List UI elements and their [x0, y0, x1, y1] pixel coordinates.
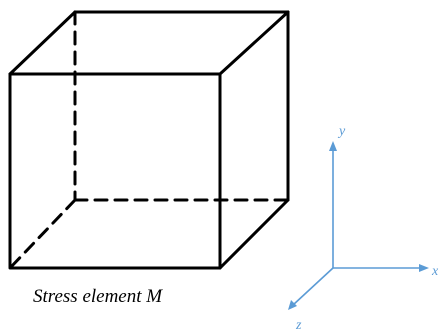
- y-axis-arrowhead: [329, 141, 337, 151]
- cube-front-face: [8, 72, 222, 270]
- hidden-edge-depth: [8, 198, 77, 270]
- cube-top-right-edge: [218, 10, 290, 76]
- z-axis: [292, 267, 334, 306]
- diagram-caption: Stress element M: [33, 286, 163, 307]
- stress-element-cube: [8, 10, 290, 270]
- x-axis-arrowhead: [419, 264, 429, 272]
- z-axis-arrowhead: [288, 300, 297, 310]
- y-axis-label: y: [337, 124, 346, 139]
- cube-top-left-edge: [8, 10, 77, 76]
- cube-bottom-right-edge: [218, 198, 290, 270]
- coordinate-axes: [288, 141, 429, 310]
- x-axis-label: x: [431, 264, 439, 279]
- z-axis-label: z: [295, 318, 302, 332]
